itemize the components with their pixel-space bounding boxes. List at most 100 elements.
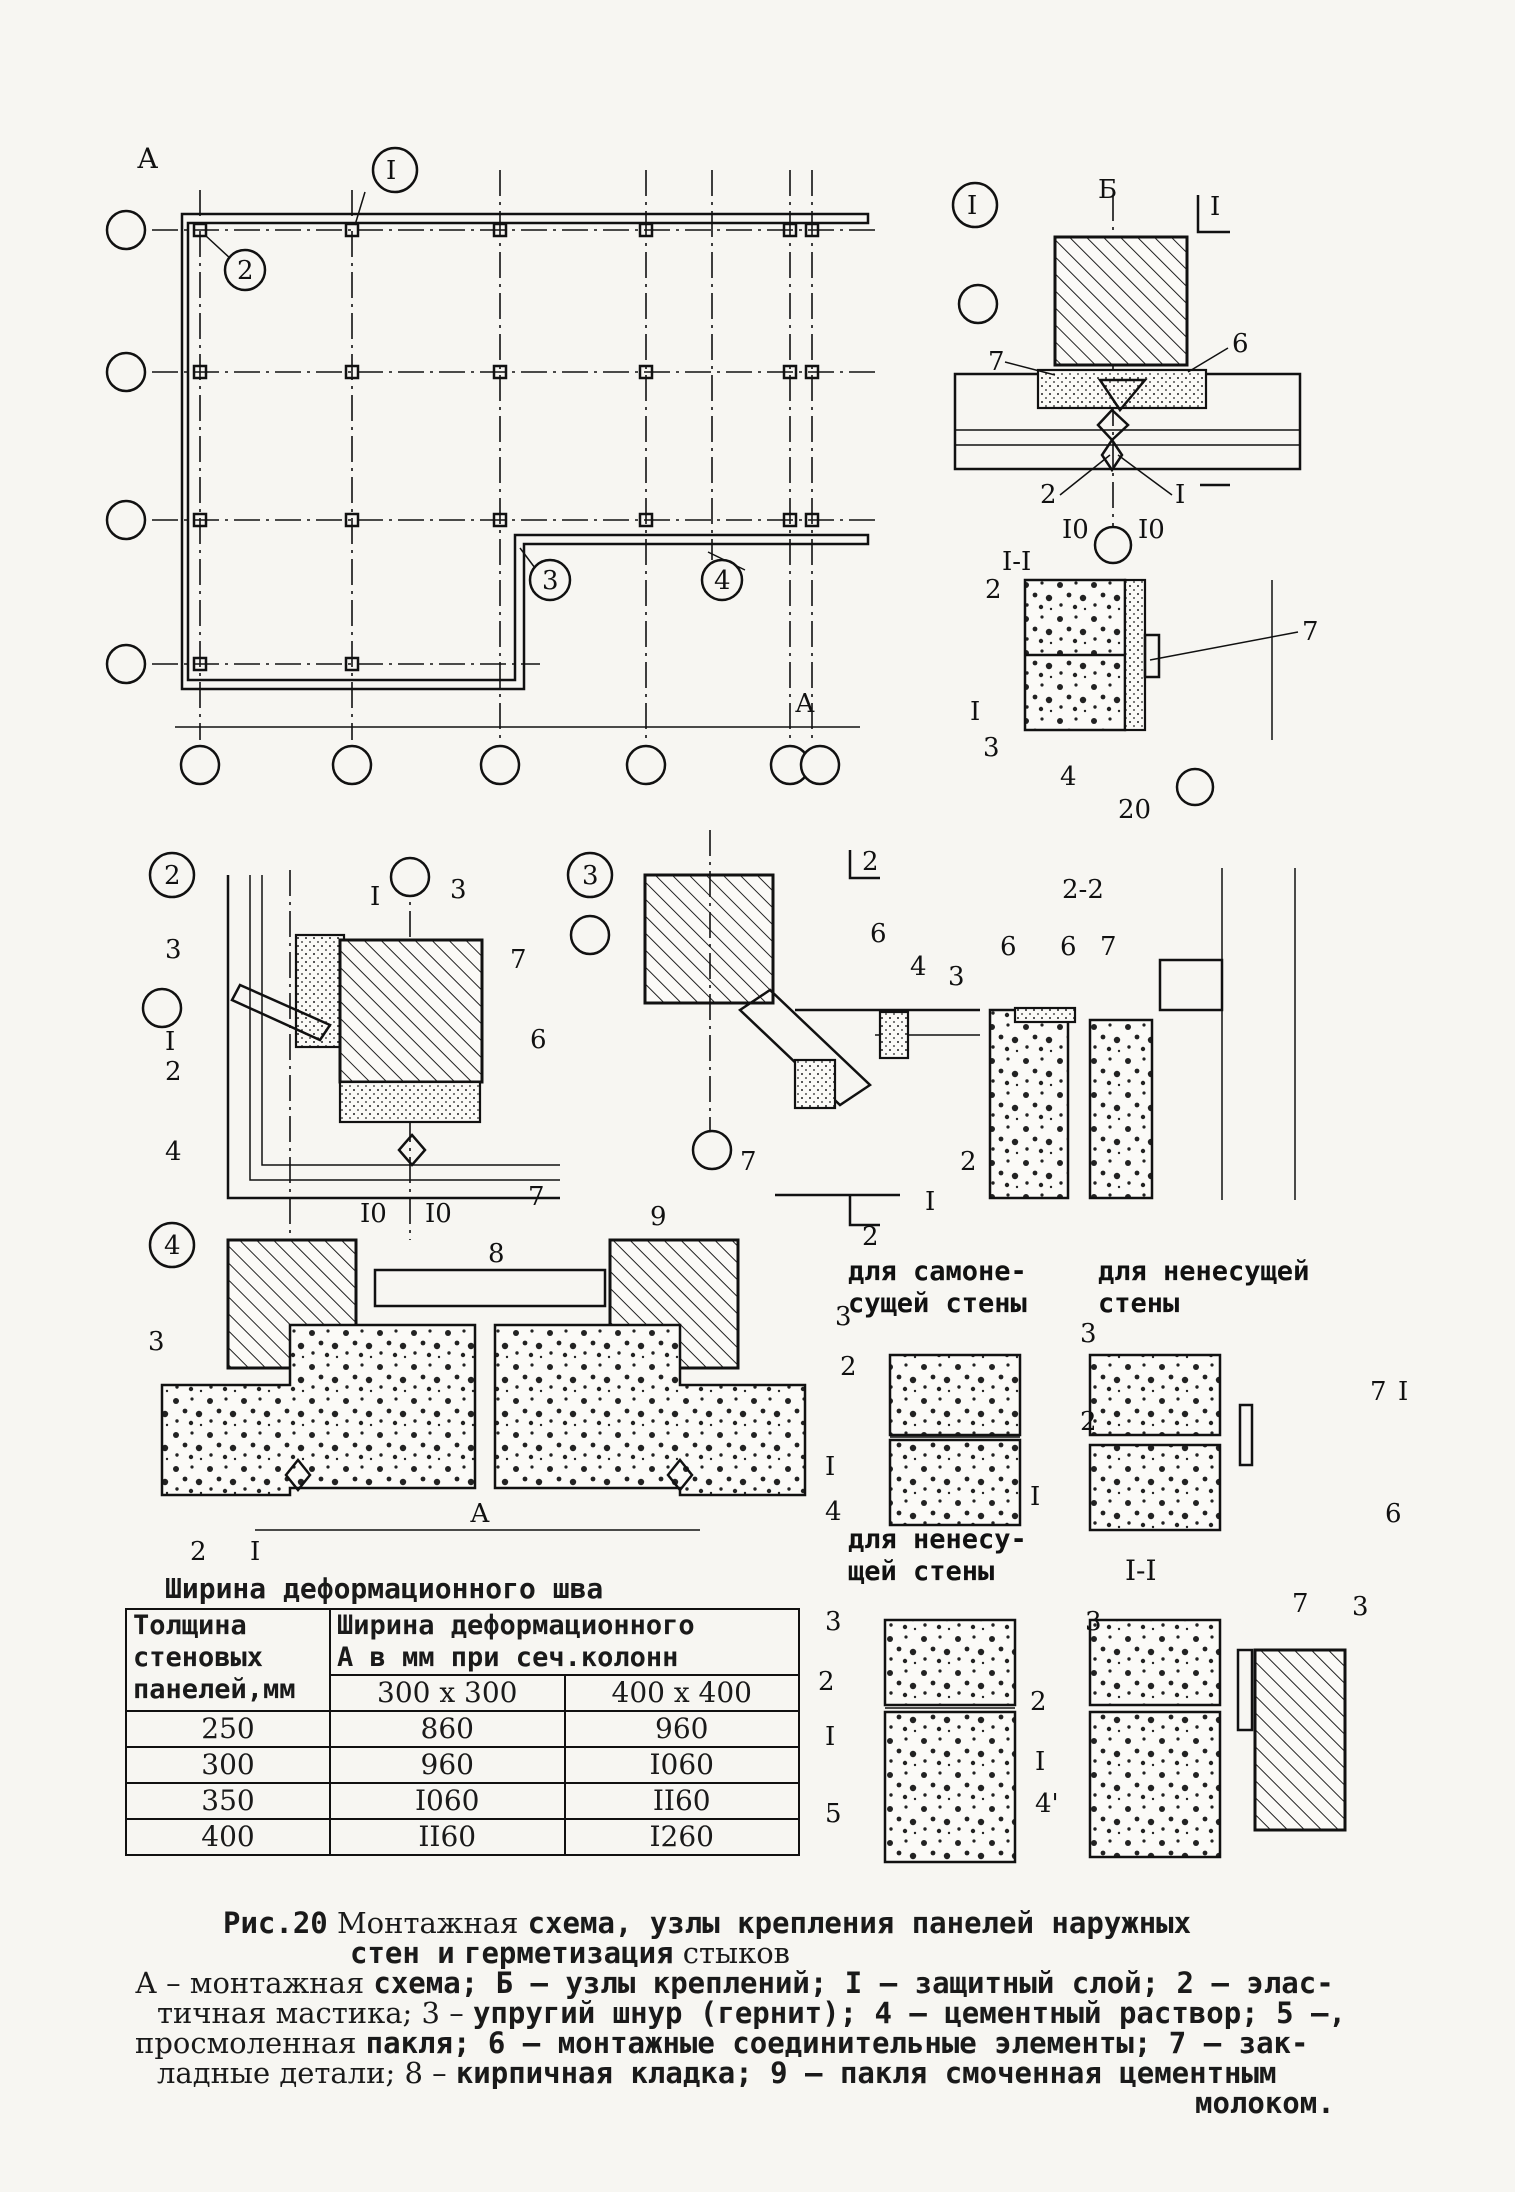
node-3-num-2: 2 [960, 1147, 977, 1177]
section-II-num-4: 4 [1060, 762, 1077, 792]
cell-w300: II60 [329, 1818, 566, 1856]
joint-c-num-3: 3 [825, 1607, 842, 1637]
node-2-id: 2 [164, 861, 181, 891]
node-2-num-2: 2 [165, 1057, 182, 1087]
caption-title-5: стыков [682, 1936, 790, 1970]
joint-title-self-bearing-2: сущей стены [848, 1288, 1027, 1319]
joint-b-num-I-mark: I [1398, 1377, 1408, 1407]
node-3-num-7: 7 [740, 1147, 757, 1177]
node-2-num-4: 4 [165, 1137, 182, 1167]
node-2: 2 I 3 3 7 I 2 6 4 7 I0 I0 [141, 851, 560, 1240]
table-row: 350 I060 II60 [125, 1782, 800, 1820]
cell-w400: II60 [563, 1782, 800, 1820]
node-I-section-mark: I [1210, 192, 1220, 222]
table-row: 300 960 I060 [125, 1746, 800, 1784]
node-4-dim-A: А [470, 1499, 490, 1529]
axis-bubbles [105, 209, 841, 786]
node-2-dim-I0-left: I0 [360, 1199, 387, 1229]
caption-legend-line1: А – монтажная схема; Б – узлы креплений;… [135, 1968, 1455, 1998]
legend-3b: пакля; 6 – монтажные соединительные элем… [365, 2026, 1309, 2060]
caption-legend-line2: тичная мастика; 3 – упругий шнур (гернит… [157, 1998, 1455, 2028]
node-I-dim-I0-right: I0 [1138, 515, 1165, 545]
joint-title-non-bearing-2: стены [1098, 1288, 1179, 1319]
plan-section-label: А [795, 689, 815, 719]
figure-number: Рис.20 [223, 1906, 328, 1940]
section-22-num-7: 7 [1100, 932, 1117, 962]
figure-caption: Рис.20 Монтажная схема, узлы крепления п… [135, 1908, 1455, 2118]
joint-b-num-3: 3 [1080, 1319, 1097, 1349]
caption-title-3: стен и [350, 1936, 455, 1970]
node-4: 4 А 9 8 3 2 I [148, 1202, 807, 1567]
joint-title-non-bearing-1: для ненесущей [1098, 1256, 1309, 1287]
caption-title-4: герметизация [463, 1936, 674, 1970]
node-I-num-I: I [1175, 480, 1185, 510]
legend-2a: тичная мастика; 3 – [157, 1996, 464, 2030]
node-3-num-I: I [925, 1187, 935, 1217]
node-4-num-2: 2 [190, 1537, 207, 1567]
joint-section-title: I-I [1125, 1554, 1157, 1587]
joint-details: для самоне- сущей стены для ненесущей ст… [818, 1256, 1408, 1864]
joint-title-self-bearing-1: для самоне- [848, 1256, 1027, 1287]
joint-d-num-7: 7 [1292, 1589, 1309, 1619]
col1-header: Толщина стеновых панелей,мм [125, 1608, 331, 1712]
cell-thickness: 350 [125, 1782, 331, 1820]
col2-header-line2: А в мм при сеч.колонн [337, 1642, 679, 1673]
cell-w300: I060 [329, 1782, 566, 1820]
cell-thickness: 250 [125, 1710, 331, 1748]
plan-callouts: I 2 3 4 [205, 146, 746, 602]
node-3: 3 2 6 4 3 7 2 I 2 [566, 830, 980, 1252]
node-I-dim-I0-left: I0 [1062, 515, 1089, 545]
legend-1b: схема; Б – узлы креплений; I – защитный … [373, 1966, 1334, 2000]
node-2-num-7a: 7 [510, 945, 527, 975]
col1-header-line1: Толщина [133, 1610, 247, 1641]
node-I-embed-plate [1036, 368, 1208, 410]
node-3-section-mark-bottom: 2 [862, 1222, 879, 1252]
node-I-column [1053, 235, 1189, 367]
section-II-num-7: 7 [1302, 617, 1319, 647]
callout-3: 3 [542, 566, 559, 596]
callout-I: I [386, 156, 396, 186]
node-I: I Б I 7 6 2 I I0 I0 I-I 2 7 I [951, 175, 1319, 825]
horizontal-axes [152, 229, 880, 665]
col1-header-line2: стеновых [133, 1642, 264, 1673]
joint-d-num-4prime: 4' [1035, 1789, 1059, 1819]
cell-w400: I260 [563, 1818, 800, 1856]
joint-b-num-2: 2 [1080, 1407, 1097, 1437]
joint-title-non-bearing2-2: щей стены [848, 1556, 994, 1587]
legend-1a: А – монтажная [135, 1966, 365, 2000]
caption-title-line2: стен и герметизация стыков [350, 1938, 1455, 1968]
node-2-num-3a: 3 [450, 875, 467, 905]
table-row: 400 II60 I260 [125, 1818, 800, 1856]
section-2-2: 2-2 6 6 7 [988, 868, 1296, 1200]
joint-a-num-4: 4 [825, 1497, 842, 1527]
caption-legend-line3: просмоленная пакля; 6 – монтажные соедин… [135, 2028, 1455, 2058]
node-2-dim-I0-right: I0 [425, 1199, 452, 1229]
node-2-num-I: I [370, 882, 380, 912]
node-2-num-3b: 3 [165, 935, 182, 965]
node-I-num-2: 2 [1040, 480, 1057, 510]
node-3-id: 3 [582, 861, 599, 891]
joint-b-num-I: I [1030, 1482, 1040, 1512]
joint-a-num-3: 3 [835, 1302, 852, 1332]
node-3-num-3: 3 [948, 962, 965, 992]
cell-w300: 860 [329, 1710, 566, 1748]
joint-a-num-I: I [825, 1452, 835, 1482]
joint-c-num-5: 5 [825, 1799, 842, 1829]
table-title: Ширина деформационного шва [165, 1572, 604, 1605]
callout-2: 2 [237, 256, 254, 286]
legend-4b: кирпичная кладка; 9 – пакля смоченная це… [455, 2056, 1277, 2090]
legend-2b: упругий шнур (гернит); 4 – цементный рас… [472, 1996, 1346, 2030]
legend-3a: просмоленная [135, 2026, 357, 2060]
node-3-column [643, 873, 775, 1005]
node-3-section-mark: 2 [862, 847, 879, 877]
joint-d-num-3b: 3 [1352, 1592, 1369, 1622]
node-2-num-7b: 7 [528, 1182, 545, 1212]
node-4-id: 4 [164, 1231, 181, 1261]
legend-5: молоком. [1195, 2086, 1335, 2120]
section-II-dim-20: 20 [1118, 795, 1151, 825]
col2-header: Ширина деформационного А в мм при сеч.ко… [329, 1608, 800, 1676]
caption-title-line1: Рис.20 Монтажная схема, узлы крепления п… [223, 1908, 1455, 1938]
section-II-num-2: 2 [985, 575, 1002, 605]
subheader-400: 400 х 400 [563, 1674, 800, 1712]
vertical-axes [199, 170, 813, 740]
